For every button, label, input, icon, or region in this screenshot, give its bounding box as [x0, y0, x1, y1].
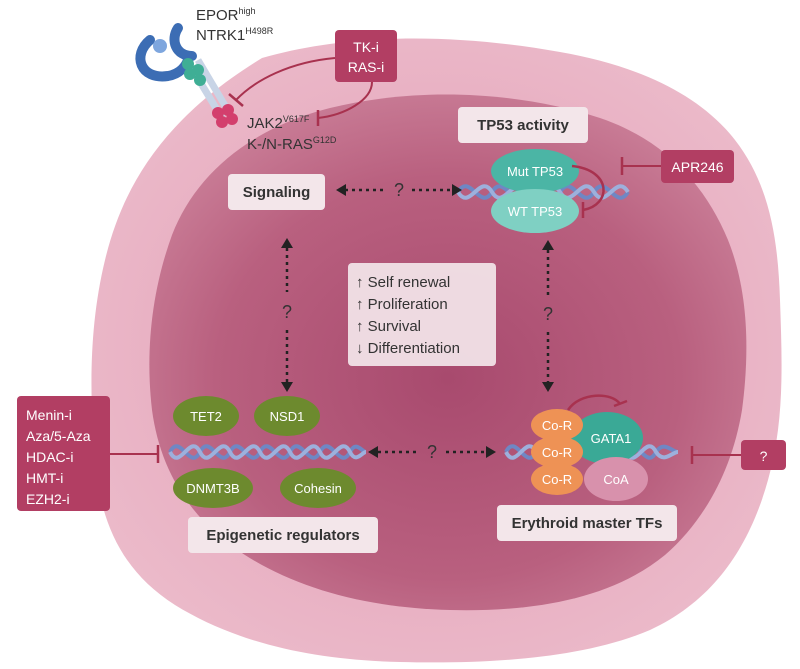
signaling-label: Signaling: [243, 184, 311, 201]
tp53-erythroid-arrow: [542, 240, 554, 392]
cor-label-1: Co-R: [542, 418, 572, 433]
epigenetic-erythroid-arrow: [368, 446, 496, 458]
phenotype-box: [348, 263, 496, 366]
dnmt3b-label: DNMT3B: [186, 481, 239, 496]
cohesin-label: Cohesin: [294, 481, 342, 496]
receptor-label-ntrk1: NTRK1H498R: [196, 26, 274, 44]
nsd1-protein: [254, 396, 320, 436]
epigenetic-regulators-label: Epigenetic regulators: [206, 527, 359, 544]
phenotype-differentiation: ↓ Differentiation: [356, 340, 460, 357]
phenotype-proliferation: ↑ Proliferation: [356, 296, 448, 313]
epigenetic-inhibitor-hdac: HDAC-i: [26, 449, 73, 465]
dnmt3b-protein: [173, 468, 253, 508]
wt-tp53-protein: [491, 189, 579, 233]
mutation-label-jak2: JAK2V617F: [247, 114, 310, 132]
cor-label-2: Co-R: [542, 445, 572, 460]
tk-ras-inhibitor-box: [335, 30, 397, 82]
signaling-box: [228, 174, 325, 210]
cor-protein-2: [531, 436, 583, 468]
apr246-label: APR246: [671, 159, 723, 175]
tp53-activity-box: [458, 107, 588, 143]
cor-label-3: Co-R: [542, 472, 572, 487]
epigenetic-inhibitor-aza: Aza/5-Aza: [26, 428, 91, 444]
cor-protein-3: [531, 463, 583, 495]
erythroid-inhibitor-box: [741, 440, 786, 470]
epigenetic-inhibitor-hmt: HMT-i: [26, 470, 63, 486]
question-mark-left: ?: [282, 302, 292, 322]
phenotype-survival: ↑ Survival: [356, 318, 421, 335]
mutation-label-ras: K-/N-RASG12D: [247, 135, 337, 153]
epigenetic-inhibitor-menin: Menin-i: [26, 407, 72, 423]
nsd1-label: NSD1: [270, 409, 305, 424]
ras-inhibition-line: [317, 81, 373, 119]
mut-tp53-label: Mut TP53: [507, 164, 563, 179]
erythroid-master-tfs-box: [497, 505, 677, 541]
cor-protein-1: [531, 409, 583, 441]
phenotype-self-renewal: ↑ Self renewal: [356, 274, 450, 291]
epigenetic-inhibitor-ezh2: EZH2-i: [26, 491, 70, 507]
ras-inhibitor-label: RAS-i: [348, 59, 385, 75]
erythroid-inhibitor-label: ?: [760, 448, 768, 464]
signaling-tp53-arrow: [336, 184, 462, 196]
question-mark-top: ?: [394, 180, 404, 200]
signaling-epigenetic-arrow: [281, 238, 293, 392]
epigenetic-inhibitors-box: [17, 396, 110, 511]
question-mark-bottom: ?: [427, 442, 437, 462]
coa-protein: [584, 457, 648, 501]
cohesin-protein: [280, 468, 356, 508]
tk-inhibition-line: [235, 57, 336, 101]
epigenetic-regulators-box: [188, 517, 378, 553]
erythroid-master-tfs-label: Erythroid master TFs: [512, 515, 663, 532]
mut-tp53-protein: [491, 149, 579, 193]
tet2-protein: [173, 396, 239, 436]
question-mark-right: ?: [543, 304, 553, 324]
coa-label: CoA: [603, 472, 629, 487]
epigenetic-dna-icon: [168, 444, 367, 460]
receptor-label-epor: EPORhigh: [196, 6, 256, 24]
receptor-icon: [135, 23, 238, 128]
tet2-label: TET2: [190, 409, 222, 424]
tp53-inhibition-curve: [571, 164, 605, 212]
cor-gata1-inhibition-curve: [566, 394, 622, 411]
wt-tp53-label: WT TP53: [508, 204, 562, 219]
gata1-protein: [571, 412, 643, 464]
apr246-inhibitor-box: [661, 150, 734, 183]
tp53-activity-label: TP53 activity: [477, 117, 569, 134]
tk-inhibitor-label: TK-i: [353, 39, 379, 55]
gata1-label: GATA1: [591, 431, 632, 446]
